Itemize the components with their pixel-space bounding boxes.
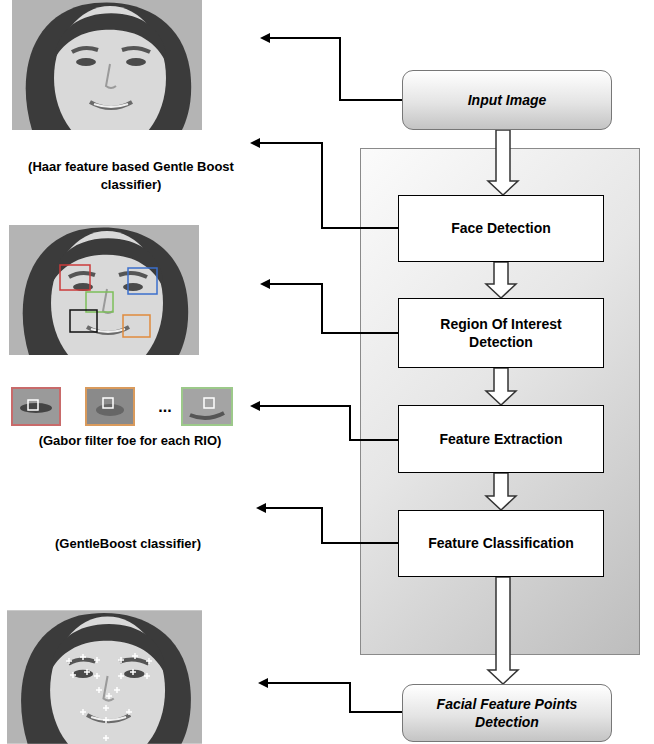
terminal-box: Facial Feature Points Detection: [402, 684, 612, 742]
roi-patches: [12, 388, 232, 425]
result-face-image: [7, 610, 202, 744]
process-box: Feature Classification: [398, 510, 604, 577]
box-text: Feature Classification: [428, 534, 574, 552]
leader-lines: [252, 38, 402, 712]
process-box: Feature Extraction: [398, 405, 604, 473]
block-arrow: [488, 130, 518, 195]
block-arrow: [488, 577, 518, 684]
block-arrow: [486, 473, 516, 510]
method-label: (GentleBoost classifier): [28, 535, 228, 553]
box-text: Feature Extraction: [440, 430, 563, 448]
process-box: Face Detection: [398, 195, 604, 262]
roi-face-image: [9, 225, 199, 375]
process-box: Region Of Interest Detection: [398, 298, 604, 368]
method-label: (Gabor filter foe for each RIO): [4, 432, 256, 450]
box-text: Input Image: [468, 91, 547, 109]
block-arrow: [486, 262, 516, 298]
box-text: Region Of Interest Detection: [426, 315, 576, 351]
input-face-image: [12, 0, 202, 150]
block-arrow: [486, 368, 516, 405]
method-label: (Haar feature based Gentle Boost classif…: [15, 158, 247, 193]
ellipsis-text: ...: [148, 396, 182, 418]
terminal-box: Input Image: [402, 70, 612, 130]
box-text: Face Detection: [451, 219, 551, 237]
box-text: Facial Feature Points Detection: [422, 695, 592, 731]
